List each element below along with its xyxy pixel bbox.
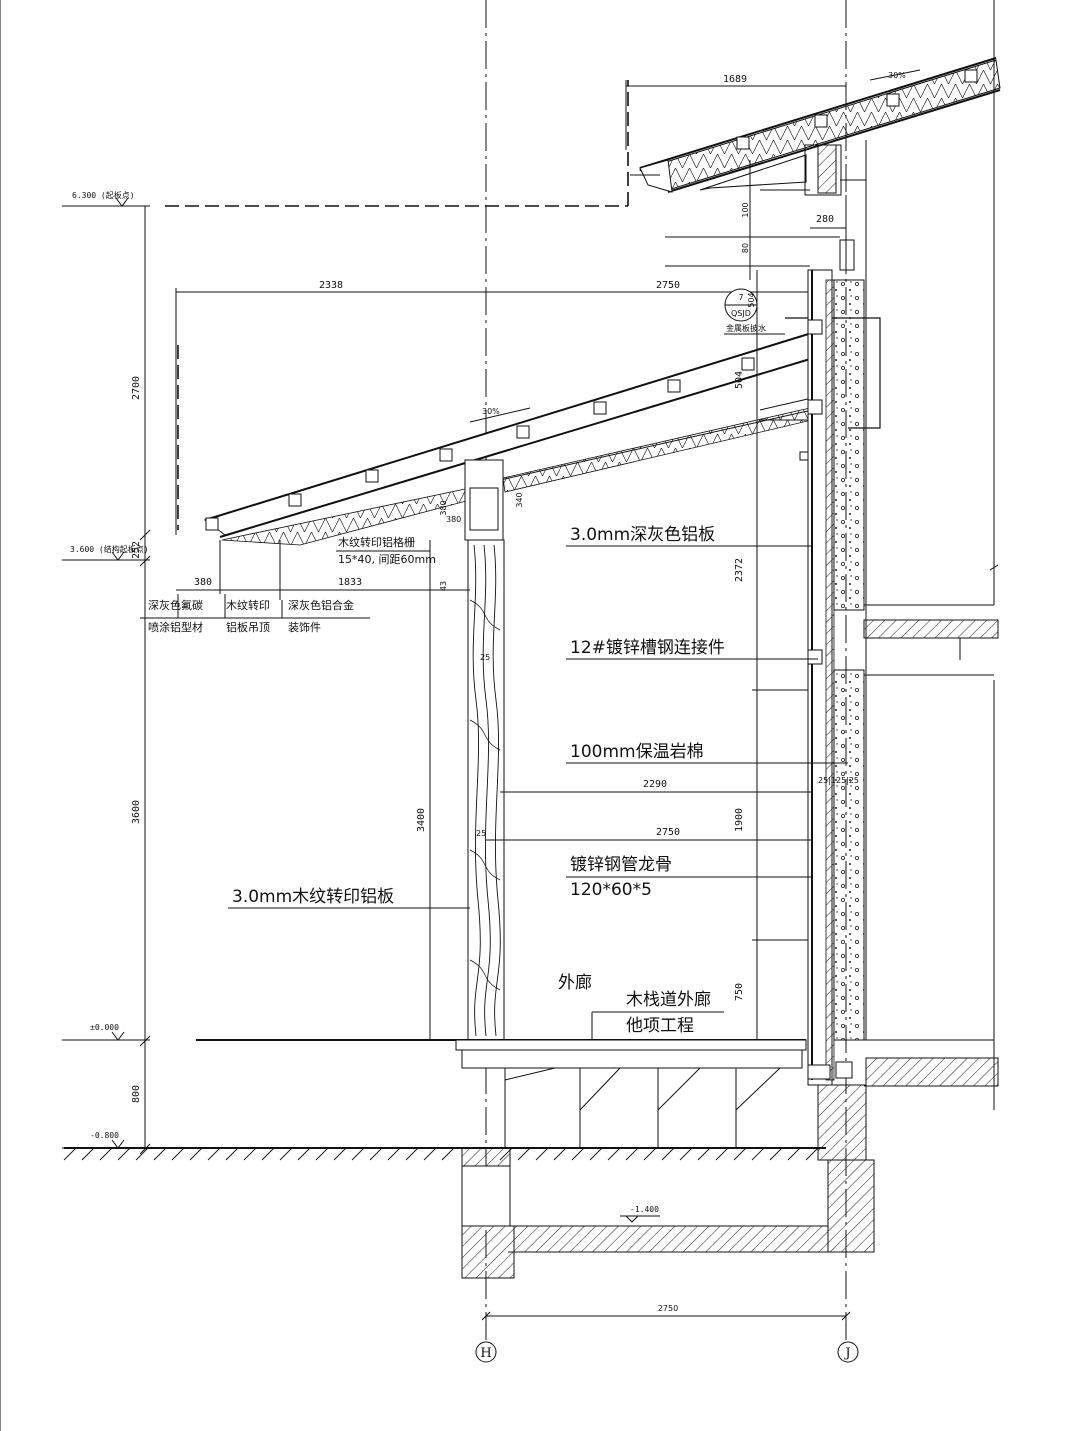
level-1400-text: -1.400 [630, 1205, 659, 1214]
level-marker-3600: 3.600 (结构起板点) [62, 544, 150, 561]
detail-tag-code: QSJD [731, 309, 751, 318]
dim-504-chain: 504 [734, 371, 745, 389]
label-1-line2: 喷涂铝型材 [148, 620, 203, 634]
detail-tag-num: 7 [738, 293, 743, 302]
dim-2750-bottom: 2750 [658, 1304, 678, 1313]
dim-2338: 2338 [319, 280, 343, 291]
dim-380h: 380 [446, 515, 461, 524]
note-boardwalk-line2: 他项工程 [626, 1016, 694, 1036]
dim-3600: 3600 [131, 800, 142, 824]
dim-100: 100 [741, 202, 750, 217]
detail-tag: 7 QSJD 金属板披水 504 [724, 288, 785, 335]
level-3600-text: 3.600 (结构起板点) [70, 544, 149, 554]
note-panel: 3.0mm深灰色铝板 [570, 525, 715, 545]
axis-h-label: H [480, 1346, 491, 1361]
note-woodpanel: 3.0mm木纹转印铝板 [232, 887, 394, 907]
tick [139, 1035, 151, 1047]
level-marker-0000: ±0.000 [62, 1023, 150, 1041]
foundation: -1.400 [461, 1039, 999, 1279]
dim-750: 750 [734, 983, 745, 1001]
tick [139, 529, 151, 541]
axis-j-bubble [837, 1341, 859, 1363]
axis-j-label: J [843, 1346, 850, 1361]
dim-1689: 1689 [723, 74, 747, 85]
level-marker-0800: -0.800 [62, 1131, 150, 1149]
dim-2290: 2290 [643, 779, 667, 790]
slope-lower: 30% [482, 407, 500, 416]
slope-upper: 30% [888, 71, 906, 80]
note-tube-line1: 镀锌钢管龙骨 [570, 855, 672, 875]
tick [139, 555, 151, 567]
wood-column [464, 459, 505, 1041]
dim-3400: 3400 [416, 808, 427, 832]
tick [481, 1311, 491, 1321]
dim-25-col2: 25 [476, 829, 486, 838]
dim-800: 800 [131, 1085, 142, 1103]
level-0800-text: -0.800 [90, 1131, 119, 1140]
dim-340: 340 [515, 492, 524, 507]
label-3-line2: 装饰件 [288, 620, 321, 634]
label-2-line1: 木纹转印 [226, 598, 270, 612]
upper-roof: 30% [630, 57, 1001, 271]
label-2-line2: 铝板吊顶 [226, 620, 270, 634]
level-0000-text: ±0.000 [90, 1023, 119, 1032]
dim-380v: 380 [439, 500, 448, 515]
detail-tag-caption: 金属板披水 [726, 323, 766, 333]
grille-note-line2: 15*40, 间距60mm [338, 553, 436, 566]
level-6300-text: 6.300 (起板点) [72, 190, 135, 200]
axis-h-bubble [475, 1341, 497, 1363]
dim-125: 25|125|25 [818, 776, 859, 785]
grille-note-line1: 木纹转印铝格栅 [338, 535, 415, 549]
canopy-roof: 30% [203, 331, 821, 546]
note-boardwalk-line1: 木栈道外廊 [626, 990, 711, 1010]
note-tube-line2: 120*60*5 [570, 880, 652, 900]
dim-280: 280 [816, 214, 834, 225]
boardwalk-deck [455, 1039, 807, 1148]
label-3-line1: 深灰色铝合金 [288, 598, 354, 612]
dim-2700: 2700 [131, 376, 142, 400]
dim-43: 43 [439, 581, 448, 591]
dim-1833: 1833 [338, 577, 362, 588]
label-1-line1: 深灰色氟碳 [148, 598, 203, 612]
dim-2372: 2372 [734, 558, 745, 582]
dim-80: 80 [741, 243, 750, 253]
section-mark [989, 564, 999, 571]
dim-504: 504 [747, 292, 756, 307]
grade-line [63, 1147, 826, 1161]
floor-slab [863, 604, 999, 676]
dim-252: 252 [131, 541, 142, 559]
dim-2750-top: 2750 [656, 280, 680, 291]
curtain-wall [799, 269, 865, 1086]
level-marker-6300: 6.300 (起板点) [62, 190, 150, 207]
dim-25-col: 25 [480, 653, 490, 662]
dim-380: 380 [194, 577, 212, 588]
note-corridor: 外廊 [558, 973, 592, 993]
note-channel: 12#镀锌槽钢连接件 [570, 638, 725, 658]
dim-1900: 1900 [734, 808, 745, 832]
dim-2750-mid: 2750 [656, 827, 680, 838]
note-insulation: 100mm保温岩棉 [570, 742, 704, 762]
tick [841, 1311, 851, 1321]
